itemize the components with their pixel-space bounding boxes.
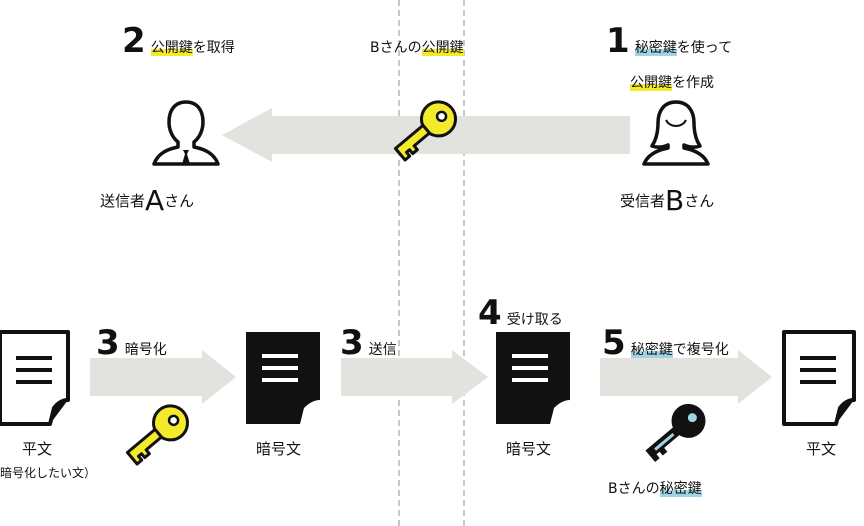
sender-person-icon <box>152 100 220 166</box>
received-ciphertext-caption: 暗号文 <box>506 440 552 458</box>
step3-send-label: 3 送信 <box>340 323 397 363</box>
plaintext-subcaption: 暗号化したい文） <box>0 466 97 480</box>
secret-key-icon <box>645 403 706 462</box>
plaintext-caption: 平文 <box>22 440 53 458</box>
encrypt-public-key-icon <box>125 404 190 466</box>
step5-decrypt-label: 5 秘密鍵で複号化 <box>602 323 729 363</box>
send-arrow <box>341 350 488 404</box>
received-ciphertext-document-icon <box>496 332 570 424</box>
step3-encrypt-label: 3 暗号化 <box>96 323 167 363</box>
step4-receive-label: 4 受け取る <box>478 293 563 333</box>
sender-caption: 送信者Aさん <box>100 184 195 217</box>
step1-label-line2: 公開鍵を作成 <box>630 75 714 91</box>
ciphertext-document-icon <box>246 332 320 424</box>
receiver-caption: 受信者Bさん <box>620 184 715 217</box>
divider-left <box>398 0 400 526</box>
encrypt-arrow <box>90 350 236 404</box>
plaintext-document-icon <box>0 330 70 426</box>
public-key-icon <box>393 100 458 162</box>
secret-key-caption: Bさんの秘密鍵 <box>608 481 702 497</box>
step2-label: 2 公開鍵を取得 <box>122 21 235 61</box>
divider-right <box>463 0 465 526</box>
public-key-caption: Bさんの公開鍵 <box>370 40 464 56</box>
step1-label: 1 秘密鍵を使って <box>606 21 733 61</box>
decrypted-plaintext-document-icon <box>782 330 856 426</box>
receiver-person-icon <box>642 100 710 166</box>
decrypt-arrow <box>600 350 772 404</box>
ciphertext-caption: 暗号文 <box>256 440 302 458</box>
decrypted-plaintext-caption: 平文 <box>806 440 837 458</box>
